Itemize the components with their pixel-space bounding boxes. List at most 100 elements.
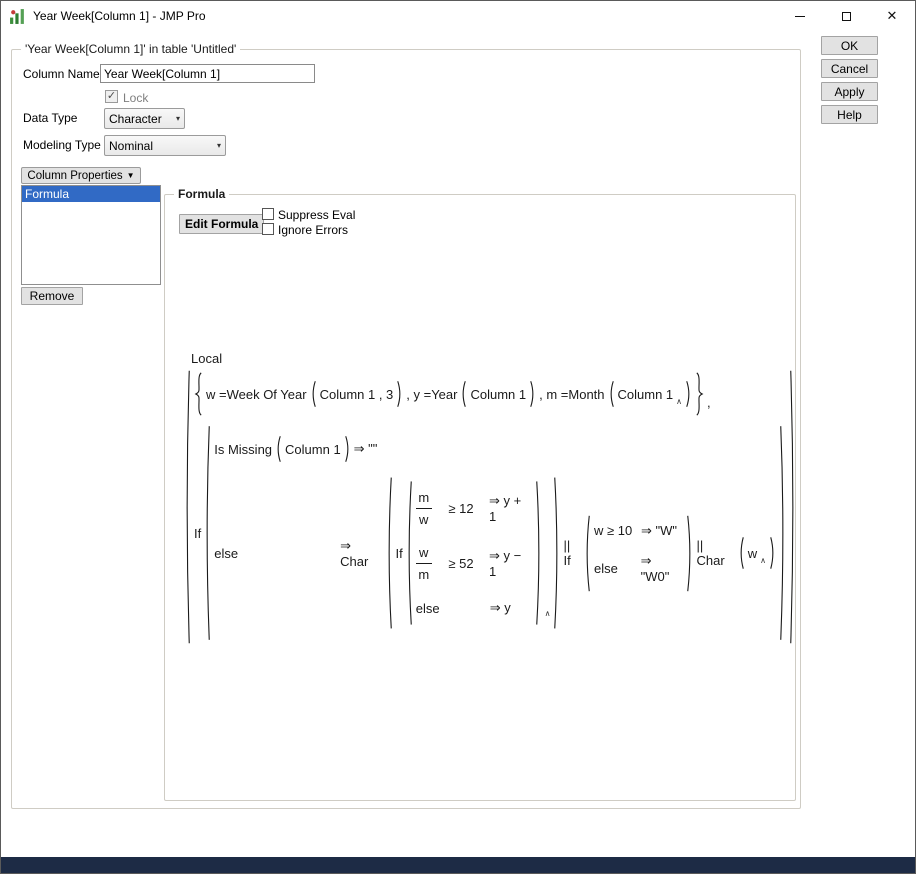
formula-outer-content: w =Week Of Year Column 1 , 3 , y =Year C…	[194, 368, 786, 646]
week-cond: w ≥ 10	[593, 523, 633, 538]
edit-caret-icon: ∧	[676, 397, 683, 406]
formula-local-keyword: Local	[191, 351, 223, 366]
week-prefix-rows: w ≥ 10 ⇒ "W" else ⇒ "W0"	[594, 515, 684, 592]
assign-y-args: Column 1	[470, 386, 527, 402]
char-w-group: w ∧	[738, 537, 776, 569]
suppress-eval-checkbox[interactable]	[262, 208, 274, 220]
close-button[interactable]: ✕	[869, 1, 915, 31]
fraction-numerator: w	[419, 545, 429, 560]
remove-button[interactable]: Remove	[21, 287, 83, 305]
ignore-errors-label[interactable]: Ignore Errors	[278, 223, 349, 237]
week-prefix-if-group: w ≥ 10 ⇒ "W" else ⇒ "W0"	[584, 515, 694, 592]
fraction-m-over-w: m w	[415, 490, 432, 527]
list-item-formula[interactable]: Formula	[22, 186, 160, 202]
close-icon: ✕	[886, 8, 898, 23]
jmp-app-icon	[9, 8, 26, 25]
status-bar	[1, 857, 915, 873]
concat-char-operator: || Char	[696, 538, 725, 568]
open-paren-icon	[275, 436, 282, 462]
edit-caret-icon: ∧	[544, 609, 551, 618]
minimize-button[interactable]	[777, 1, 823, 31]
week-prefix-row-1: w ≥ 10 ⇒ "W"	[594, 523, 677, 539]
close-brace-icon	[695, 372, 704, 416]
suppress-eval-label[interactable]: Suppress Eval	[278, 208, 356, 222]
close-paren-icon	[553, 476, 560, 630]
edit-formula-button[interactable]: Edit Formula	[179, 214, 265, 234]
formula-assignments: w =Week Of Year Column 1 , 3 , y =Year C…	[194, 372, 711, 416]
open-paren-icon	[184, 368, 191, 646]
week-prefix-row-2: else ⇒ "W0"	[594, 553, 684, 584]
else-keyword: else	[214, 545, 239, 561]
column-name-label: Column Name	[23, 67, 100, 81]
condition-is-missing: Is Missing Column 1 ⇒ ""	[214, 436, 377, 462]
row-result: ⇒ y − 1	[489, 548, 522, 579]
check-icon: ✓	[106, 90, 117, 102]
modeling-type-label: Modeling Type	[23, 138, 101, 152]
open-brace-icon	[194, 372, 203, 416]
properties-listbox[interactable]: Formula	[21, 185, 161, 285]
close-paren-icon	[535, 480, 542, 626]
column-info-group-legend: 'Year Week[Column 1]' in table 'Untitled…	[21, 42, 241, 56]
chevron-down-icon: ▾	[216, 141, 221, 150]
formula-if-expression: If Is Missing Column 1 ⇒ ""	[194, 424, 786, 642]
char-call: ⇒ Char	[340, 537, 369, 569]
char-argument-group: If m w	[386, 476, 561, 630]
column-properties-label: Column Properties	[27, 169, 123, 182]
open-paren-icon	[738, 537, 745, 569]
is-missing-arg: Column 1	[285, 441, 341, 457]
is-missing-fn: Is Missing	[214, 441, 273, 457]
modeling-type-combo[interactable]: Nominal ▾	[104, 135, 226, 156]
maximize-icon	[841, 11, 851, 21]
close-paren-icon	[686, 515, 693, 592]
close-paren-icon	[779, 424, 786, 642]
fraction-bar	[415, 508, 432, 509]
fraction-denominator: w	[419, 512, 429, 527]
inner-if-row-1: m w ≥ 12 ⇒ y + 1	[415, 490, 532, 527]
assign-m: , m =Month	[539, 386, 605, 402]
else-branch: else ⇒ Char If	[214, 476, 776, 630]
open-paren-icon	[386, 476, 393, 630]
apply-button[interactable]: Apply	[821, 82, 878, 101]
fraction-numerator: m	[418, 490, 430, 505]
inner-if-row-2: w m ≥ 52 ⇒ y − 1	[415, 545, 532, 582]
open-paren-icon	[204, 424, 211, 642]
help-button[interactable]: Help	[821, 105, 878, 124]
row-result: ⇒ y + 1	[489, 493, 522, 524]
data-type-combo[interactable]: Character ▾	[104, 108, 185, 129]
column-properties-button[interactable]: Column Properties ▼	[21, 167, 141, 184]
inner-else-keyword: else	[415, 600, 440, 616]
open-paren-icon	[608, 381, 615, 407]
week-else: else	[593, 560, 618, 576]
close-paren-icon	[344, 436, 351, 462]
window-title: Year Week[Column 1] - JMP Pro	[33, 9, 206, 23]
ok-button[interactable]: OK	[821, 36, 878, 55]
lock-checkbox[interactable]: ✓	[105, 90, 118, 103]
formula-display[interactable]: Local w =Week Of Year Column 1 , 3 , y =…	[184, 351, 796, 646]
inner-if-rows: m w ≥ 12 ⇒ y + 1	[415, 480, 532, 626]
data-type-value: Character	[109, 111, 162, 126]
is-missing-result: ⇒ ""	[353, 441, 378, 456]
concat-if-operator: || If	[563, 538, 571, 568]
assign-m-args: Column 1	[617, 386, 674, 402]
chevron-down-icon: ▾	[175, 114, 180, 123]
lock-label[interactable]: Lock	[123, 91, 149, 105]
ignore-errors-checkbox[interactable]	[262, 223, 274, 235]
maximize-button[interactable]	[823, 1, 869, 31]
if-keyword: If	[194, 525, 202, 541]
week-else-result: ⇒ "W0"	[640, 552, 670, 584]
minimize-icon	[795, 15, 805, 17]
week-result: ⇒ "W"	[640, 522, 677, 538]
assignments-trailing-comma: ,	[707, 395, 711, 410]
dropdown-arrow-icon: ▼	[126, 171, 135, 180]
fraction-w-over-m: w m	[415, 545, 432, 582]
close-paren-icon	[769, 537, 776, 569]
fraction-bar	[415, 563, 432, 564]
comparison: ≥ 52	[448, 556, 474, 571]
formula-outer-expression: w =Week Of Year Column 1 , 3 , y =Year C…	[184, 368, 796, 646]
column-name-input[interactable]	[100, 64, 315, 83]
modeling-type-value: Nominal	[109, 138, 154, 153]
titlebar[interactable]: Year Week[Column 1] - JMP Pro ✕	[1, 1, 915, 31]
formula-group: Formula	[164, 187, 796, 801]
open-paren-icon	[310, 381, 317, 407]
cancel-button[interactable]: Cancel	[821, 59, 878, 78]
